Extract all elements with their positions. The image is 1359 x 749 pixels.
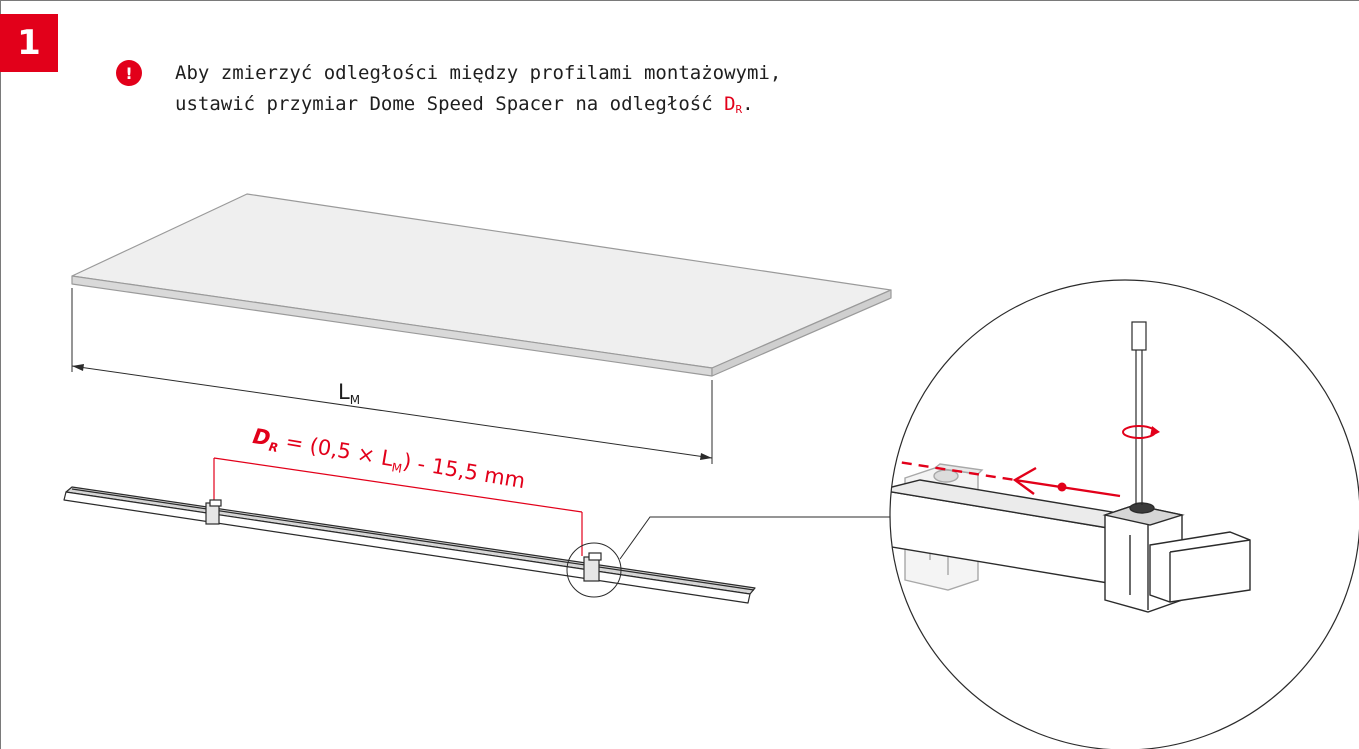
instruction-line-2-suffix: . [742,93,754,115]
step-number-badge: 1 [0,14,58,72]
lm-label: LM [338,380,360,407]
frame-left-border [0,0,1,749]
dr-symbol: DR [724,93,743,116]
dr-symbol-sub: R [735,103,743,116]
formula-d: DR [251,424,281,455]
instruction-line-2: ustawić przymiar Dome Speed Spacer na od… [175,89,781,125]
instruction-text: Aby zmierzyć odległości między profilami… [175,58,781,125]
detail-leader-line [619,516,905,560]
detail-callout-circle [566,542,622,598]
mounting-rail [63,486,756,604]
spacer-clip-left [205,499,222,525]
dr-dimension [213,457,583,556]
instruction-line-1: Aby zmierzyć odległości między profilami… [175,62,782,84]
lm-dimension [71,288,713,464]
instruction-line-2-prefix: ustawić przymiar Dome Speed Spacer na od… [175,93,725,115]
zoom-detail [890,280,1359,749]
exclamation-icon: ! [116,60,142,86]
dr-symbol-main: D [724,93,736,115]
panel-drawing [71,193,892,377]
lm-main: L [338,380,350,404]
spacer-clip-right [583,552,602,582]
frame-top-border [0,0,1359,1]
lm-sub: M [349,393,361,407]
zoom-circle-border [889,279,1359,749]
